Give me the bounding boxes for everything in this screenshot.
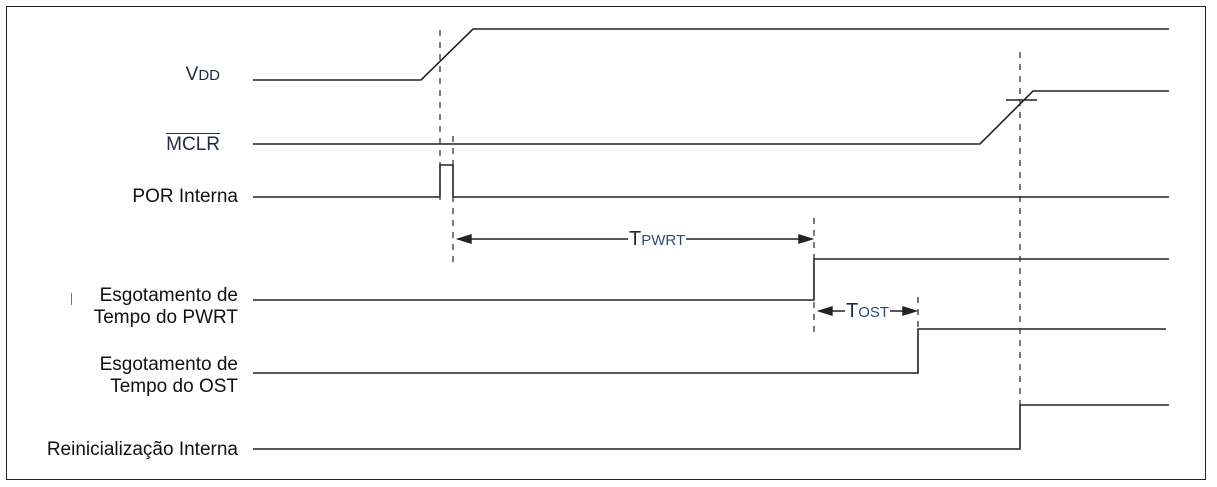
- label-vdd-main: V: [185, 64, 199, 85]
- por-waveform: [253, 164, 1169, 198]
- label-pwrt: Esgotamento de Tempo do PWRT: [40, 285, 238, 329]
- ost-waveform: [253, 328, 1166, 374]
- tost-label: TOST: [845, 300, 891, 323]
- reset-waveform: [253, 404, 1169, 450]
- pwrt-waveform: [253, 258, 1169, 301]
- tpwrt-label-main: T: [629, 228, 642, 250]
- tpwrt-arrowhead-left: [455, 234, 472, 244]
- label-pwrt-line2: Tempo do PWRT: [93, 307, 238, 328]
- diagram-frame: [6, 6, 1206, 480]
- vdd-waveform: [253, 28, 1169, 81]
- label-por-text: POR Interna: [132, 186, 238, 207]
- label-reset: Reinicialização Interna: [10, 439, 238, 461]
- label-ost-line1: Esgotamento de: [99, 354, 238, 375]
- label-mclr-main: MCLR: [166, 134, 220, 155]
- mclr-waveform: [253, 90, 1169, 145]
- label-mclr: MCLR: [140, 134, 220, 156]
- tpwrt-label: TPWRT: [628, 228, 687, 251]
- label-por: POR Interna: [60, 186, 238, 208]
- label-vdd: VDD: [140, 64, 220, 87]
- tpwrt-arrowhead-right: [798, 234, 815, 244]
- tost-label-sub: OST: [858, 304, 890, 321]
- label-ost-line2: Tempo do OST: [110, 376, 238, 397]
- label-vdd-sub: DD: [198, 67, 220, 84]
- text-cursor-mark: [71, 293, 72, 305]
- tost-label-main: T: [846, 300, 859, 322]
- label-reset-text: Reinicialização Interna: [46, 439, 238, 460]
- tost-arrowhead-right: [902, 306, 919, 316]
- label-ost: Esgotamento de Tempo do OST: [40, 354, 238, 398]
- tost-arrowhead-left: [816, 306, 833, 316]
- tpwrt-label-sub: PWRT: [641, 232, 686, 249]
- label-pwrt-line1: Esgotamento de: [99, 285, 238, 306]
